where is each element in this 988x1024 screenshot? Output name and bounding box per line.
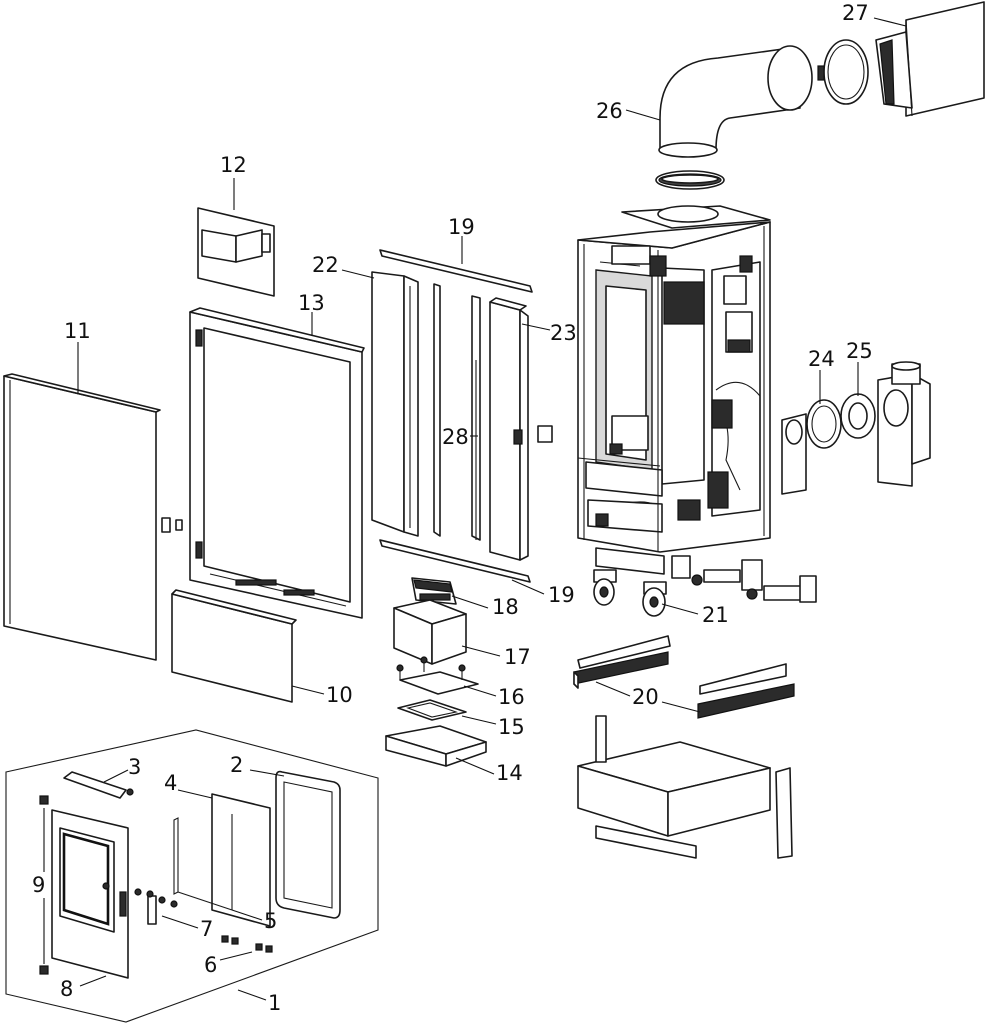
callout-15: 15 xyxy=(498,715,525,739)
callout-6: 6 xyxy=(204,953,217,977)
part-20-rails xyxy=(573,635,795,719)
part-15-gasket xyxy=(397,699,467,721)
part-27-wall-terminal xyxy=(875,1,985,117)
callout-20: 20 xyxy=(632,685,659,709)
part-26-flue-elbow xyxy=(658,39,869,158)
part-12-bracket xyxy=(197,207,275,297)
part-flue-clamp-ring xyxy=(655,170,725,190)
callout-17: 17 xyxy=(504,645,531,669)
callout-26: 26 xyxy=(596,99,623,123)
part-22-left-wall xyxy=(371,271,419,537)
part-25-flange xyxy=(840,393,876,439)
part-19-top-trim xyxy=(379,249,533,293)
part-9-door-hinges xyxy=(39,795,49,975)
callout-21: 21 xyxy=(702,603,729,627)
callout-22: 22 xyxy=(312,253,339,277)
part-3-door-handle-bar xyxy=(63,771,134,799)
callout-12: 12 xyxy=(220,153,247,177)
part-flue-spigot-box xyxy=(877,361,931,487)
callout-3: 3 xyxy=(128,755,141,779)
part-flue-plate xyxy=(781,413,807,495)
base-frame xyxy=(577,715,793,859)
callout-7: 7 xyxy=(200,917,213,941)
part-19-bottom-trim xyxy=(379,539,531,583)
part-13-front-frame xyxy=(189,307,365,619)
callout-13: 13 xyxy=(298,291,325,315)
part-21-castor-wheels xyxy=(593,569,667,617)
callout-28: 28 xyxy=(442,425,469,449)
callout-14: 14 xyxy=(496,761,523,785)
callout-5: 5 xyxy=(264,909,277,933)
part-17-burner-box xyxy=(393,599,467,665)
callout-10: 10 xyxy=(326,683,353,707)
part-10-plinth-panel xyxy=(171,589,297,703)
part-1-door-assembly-box xyxy=(5,729,379,1023)
callout-19-bottom: 19 xyxy=(548,583,575,607)
chassis-base-rail xyxy=(595,547,817,603)
part-28-inner-strips xyxy=(433,283,481,541)
callout-1: 1 xyxy=(268,991,281,1015)
part-24-gasket xyxy=(806,399,842,449)
part-11-side-panel xyxy=(3,373,183,661)
callout-11: 11 xyxy=(64,319,91,343)
callout-4: 4 xyxy=(164,771,177,795)
callout-27: 27 xyxy=(842,1,869,25)
part-18-burner xyxy=(411,577,457,605)
part-14-tray xyxy=(385,725,487,767)
part-16-plate-with-screws xyxy=(396,656,479,695)
part-7-door-latch xyxy=(134,888,178,925)
part-23-right-wall xyxy=(489,297,553,561)
part-4-door-glass xyxy=(173,793,271,927)
part-8-door xyxy=(51,809,129,979)
callout-labels: 27 26 12 19 22 13 11 23 24 25 28 19 18 2… xyxy=(32,1,873,1015)
leader-lines xyxy=(43,17,907,1001)
part-2-door-gasket xyxy=(275,770,341,919)
callout-9: 9 xyxy=(32,873,45,897)
callout-24: 24 xyxy=(808,347,835,371)
callout-19-top: 19 xyxy=(448,215,475,239)
callout-25: 25 xyxy=(846,339,873,363)
callout-2: 2 xyxy=(230,753,243,777)
callout-18: 18 xyxy=(492,595,519,619)
part-6-door-clips xyxy=(221,935,273,953)
main-chassis xyxy=(577,205,771,553)
callout-23: 23 xyxy=(550,321,577,345)
callout-8: 8 xyxy=(60,977,73,1001)
callout-16: 16 xyxy=(498,685,525,709)
